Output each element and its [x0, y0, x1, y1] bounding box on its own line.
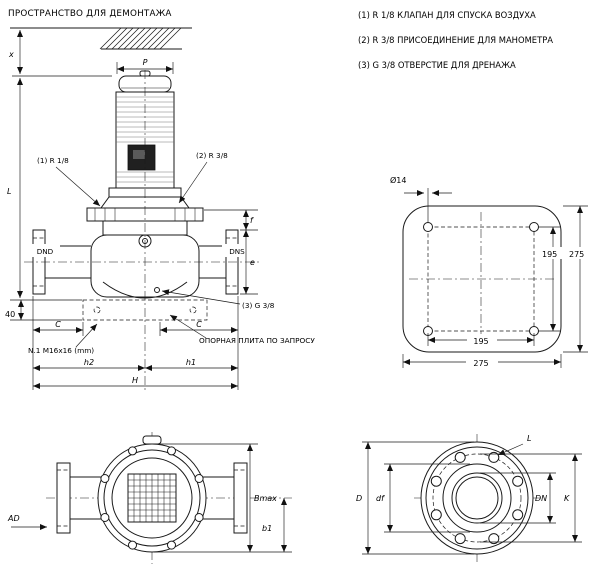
dim-AD: AD: [7, 514, 47, 530]
dim-c-right-label: C: [196, 320, 202, 329]
right-side-flange: [233, 462, 248, 534]
dim-c-left-label: C: [55, 320, 61, 329]
note-gauge: (2) R 3/8 ПРИСОЕДИНЕНИЕ ДЛЯ МАНОМЕТРА: [358, 35, 553, 45]
top-lug: [142, 435, 162, 445]
dim-e-label: e: [250, 258, 255, 267]
flange-face-view: L D df DN K: [356, 434, 582, 562]
dim-right-275: 275: [563, 205, 592, 353]
dim-DN-label: DN: [535, 494, 547, 503]
dim-h2-label: h2: [84, 358, 94, 367]
dim-hole-L-label: L: [527, 434, 531, 443]
base-plate-view: Ø14 195 275 195: [390, 175, 592, 368]
dim-b1-label: b1: [262, 524, 272, 533]
dim-hole-dia: Ø14: [390, 175, 452, 222]
dim-195v-label: 195: [542, 250, 557, 259]
fan-grille: [127, 473, 177, 523]
anchor-bolt-right: [189, 306, 197, 314]
dim-P-label: P: [143, 58, 148, 67]
front-view: AD Bmax b1: [7, 432, 292, 564]
dim-h1-label: h1: [186, 358, 196, 367]
dim-bottom-195: 195: [427, 333, 535, 346]
dim-Bmax-label: Bmax: [254, 494, 277, 503]
dim-hole-L: L: [497, 434, 531, 456]
note-air-valve: (1) R 1/8 КЛАПАН ДЛЯ СПУСКА ВОЗДУХА: [358, 10, 536, 20]
drain-plug: [154, 287, 160, 293]
dim-L: L: [7, 78, 23, 298]
dim-275v-label: 275: [569, 250, 584, 259]
note-drain: (3) G 3/8 ОТВЕРСТИЕ ДЛЯ ДРЕНАЖА: [358, 60, 516, 70]
bore: [451, 472, 503, 524]
dim-L-label: L: [7, 187, 11, 196]
dim-DN: DN: [480, 472, 556, 524]
dim-K: K: [480, 453, 582, 543]
terminal-box-detail: [133, 150, 145, 159]
dim-f-e: f e: [204, 209, 258, 295]
pump-body: [32, 196, 239, 321]
dim-AD-label: AD: [7, 514, 20, 523]
clearance-label: ПРОСТРАНСТВО ДЛЯ ДЕМОНТАЖА: [8, 9, 172, 19]
main-side-view: ПРОСТРАНСТВО ДЛЯ ДЕМОНТАЖА x L: [5, 9, 315, 392]
anchor-bolt-note: N.1 M16x16 (mm): [28, 346, 94, 355]
left-side-flange: [56, 462, 71, 534]
dim-195h-label: 195: [473, 337, 488, 346]
dim-275h-label: 275: [473, 359, 488, 368]
callout-drain: (3) G 3/8: [242, 301, 275, 310]
dim-df-label: df: [376, 494, 385, 503]
dim-x-label: x: [8, 50, 14, 59]
ceiling-hatch: [10, 27, 192, 50]
dim-f-label: f: [250, 216, 254, 225]
anchor-bolt-left: [93, 306, 101, 314]
dim-x: x: [8, 30, 23, 74]
dim-K-label: K: [564, 494, 570, 503]
callout-gauge: (2) R 3/8: [196, 151, 228, 160]
callouts: (1) R 1/8 (2) R 3/8 (3) G 3/8 ОПОРНАЯ ПЛ…: [28, 151, 315, 355]
dim-df: df: [376, 463, 470, 533]
dim-bottom-rows: C C h2 h1 H: [32, 296, 239, 390]
flange-bolt-holes: [430, 451, 524, 545]
dim-b1: b1: [262, 498, 287, 552]
plate-hole: [529, 222, 539, 232]
support-plate-note: ОПОРНАЯ ПЛИТА ПО ЗАПРОСУ: [199, 336, 315, 345]
dns-label: DNS: [229, 247, 245, 256]
front-bolt-holes: [100, 446, 204, 550]
bolt-pattern-dashed: [427, 226, 535, 332]
dim-bottom-275: 275: [402, 354, 562, 368]
dim-40-label: 40: [5, 310, 15, 319]
dnd-label: DND: [37, 247, 54, 256]
bolt-circle: [432, 453, 522, 543]
dim-Bmax: Bmax: [154, 443, 292, 553]
dim-40: 40: [5, 300, 82, 321]
notes-block: (1) R 1/8 КЛАПАН ДЛЯ СПУСКА ВОЗДУХА (2) …: [358, 10, 553, 70]
dim-D-label: D: [356, 494, 362, 503]
dim-P: P: [116, 58, 174, 74]
dim-H-label: H: [132, 376, 138, 385]
callout-air-valve: (1) R 1/8: [37, 156, 69, 165]
dim-right-195: 195: [538, 226, 565, 332]
hole-dia-label: Ø14: [390, 175, 406, 185]
plate-hole: [423, 222, 433, 232]
dim-D: D: [356, 441, 474, 555]
